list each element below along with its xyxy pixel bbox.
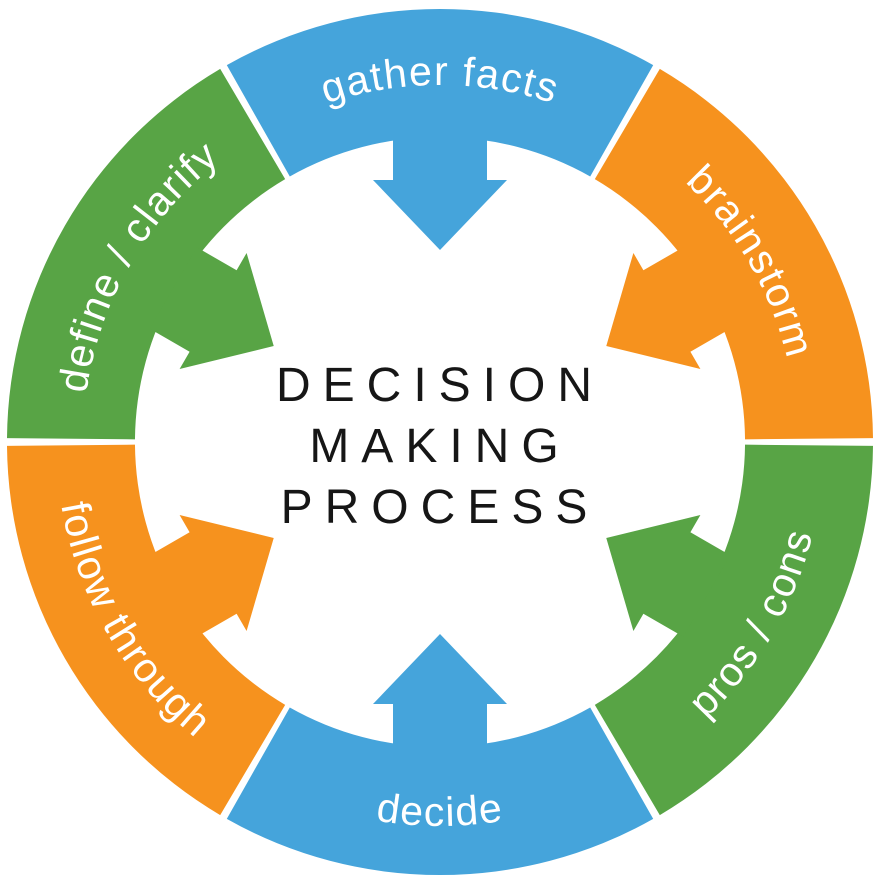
segment-arc-gather-facts <box>226 8 654 177</box>
inward-arrow-icon-decide <box>373 634 507 750</box>
segment-arc-brainstorm <box>594 68 874 440</box>
segment-arc-decide <box>226 707 654 876</box>
segment-decide: decide <box>226 634 654 876</box>
segment-pros-cons: pros / cons <box>594 444 874 816</box>
segment-gather-facts: gather facts <box>226 8 654 250</box>
inward-arrow-icon-follow-through <box>149 514 274 637</box>
segment-define-clarify: define / clarify <box>6 68 286 440</box>
title-line-3: PROCESS <box>281 481 600 534</box>
inward-arrow-icon-gather-facts <box>373 134 507 250</box>
title-line-2: MAKING <box>309 420 570 473</box>
inward-arrow-icon-pros-cons <box>606 514 731 637</box>
segment-arc-pros-cons <box>594 444 874 816</box>
segment-arc-follow-through <box>6 444 286 816</box>
segment-brainstorm: brainstorm <box>594 68 874 440</box>
segment-label-text-decide: decide <box>374 784 506 835</box>
inward-arrow-icon-brainstorm <box>606 247 731 370</box>
segment-label-decide: decide <box>374 784 506 835</box>
inward-arrow-icon-define-clarify <box>149 247 274 370</box>
title-line-1: DECISION <box>276 359 604 412</box>
segment-arc-define-clarify <box>6 68 286 440</box>
center-title: DECISION MAKING PROCESS <box>276 359 604 534</box>
